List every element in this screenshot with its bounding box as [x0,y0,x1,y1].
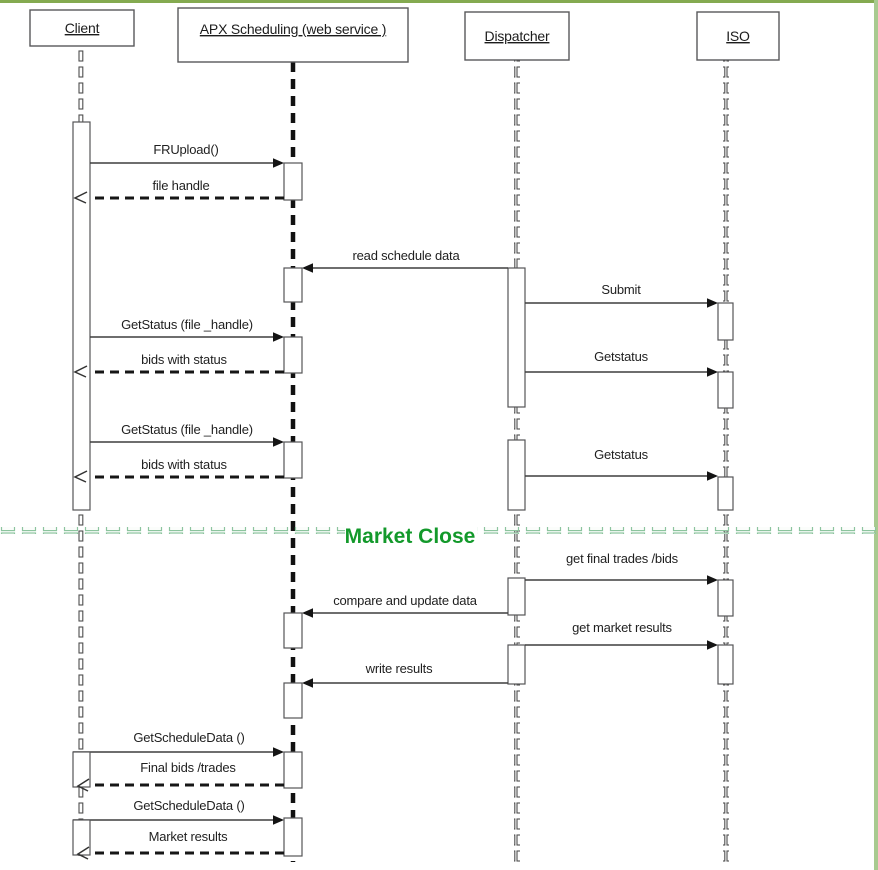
iso-lifeline [723,60,729,866]
market-close-divider-line-left [0,527,345,534]
market-close-divider-line-right [477,527,876,534]
message-label-fr-upload: FRUpload() [153,142,218,157]
top-border-line [0,0,878,3]
apx-activation-getstatus-2 [283,441,303,479]
apx-activation-compare-update [283,612,303,649]
arrowhead-get-schedule-data-1 [273,747,284,757]
open-arrowhead-final-bids-trades [76,778,90,792]
apx-activation-getstatus-1 [283,336,303,374]
apx-scheduling-head-box [177,7,409,63]
message-label-bids-with-status-1: bids with status [141,352,227,367]
apx-activation-schedule-2 [283,817,303,857]
iso-activation-market-results [717,644,734,685]
message-label-file-handle: file handle [152,178,209,193]
arrowhead-read-schedule-data [302,263,313,273]
arrowhead-fr-upload [273,158,284,168]
iso-activation-final-trades [717,579,734,617]
open-arrowhead-bids-with-status-2 [73,470,88,483]
dispatcher-activation-1 [507,267,526,408]
client-activation-main [72,121,91,511]
message-label-get-status-1: GetStatus (file _handle) [121,317,253,332]
arrowhead-compare-update [302,608,313,618]
message-label-bids-with-status-2: bids with status [141,457,227,472]
message-label-getstatus-1: Getstatus [594,349,649,364]
open-arrowhead-market-results [76,846,90,860]
dispatcher-head-label: Dispatcher [485,28,550,44]
iso-head-box [696,11,780,61]
arrowhead-get-schedule-data-2 [273,815,284,825]
arrowhead-getstatus-1 [707,367,718,377]
iso-activation-getstatus-2 [717,476,734,511]
message-label-get-schedule-data-2: GetScheduleData () [133,798,244,813]
client-head-label: Client [65,20,100,36]
message-label-get-final-trades: get final trades /bids [566,551,679,566]
message-label-write-results: write results [365,661,433,676]
client-activation-schedule-1 [72,751,91,788]
open-arrowhead-bids-with-status-1 [73,365,88,378]
arrowhead-write-results [302,678,313,688]
message-label-get-market-results: get market results [572,620,672,635]
open-arrowhead-file-handle [73,191,88,204]
message-label-compare-update: compare and update data [333,593,478,608]
apx-activation-frupload [283,162,303,201]
dispatcher-activation-4 [507,644,526,685]
arrowhead-get-status-2 [273,437,284,447]
dispatcher-activation-3 [507,577,526,616]
apx-activation-schedule-1 [283,751,303,789]
arrowhead-get-status-1 [273,332,284,342]
arrowhead-getstatus-2 [707,471,718,481]
dispatcher-activation-2 [507,439,526,511]
message-label-market-results: Market results [149,829,229,844]
dispatcher-head-box [464,11,570,61]
message-label-get-status-2: GetStatus (file _handle) [121,422,253,437]
message-label-get-schedule-data-1: GetScheduleData () [133,730,244,745]
apx-activation-read-schedule [283,267,303,303]
iso-activation-getstatus-1 [717,371,734,409]
arrowhead-submit [707,298,718,308]
right-border-line [874,0,878,870]
client-head-box [29,9,135,47]
message-label-getstatus-2: Getstatus [594,447,649,462]
arrowhead-get-market-results [707,640,718,650]
iso-activation-submit [717,302,734,341]
apx-activation-write-results [283,682,303,719]
message-label-read-schedule-data: read schedule data [353,248,461,263]
client-activation-schedule-2 [72,819,91,856]
message-label-submit: Submit [601,282,641,297]
apx-scheduling-head-label: APX Scheduling (web service ) [200,21,386,37]
arrowhead-get-final-trades [707,575,718,585]
message-label-final-bids-trades: Final bids /trades [140,760,236,775]
market-close-label: Market Close [345,525,476,548]
iso-head-label: ISO [726,28,750,44]
